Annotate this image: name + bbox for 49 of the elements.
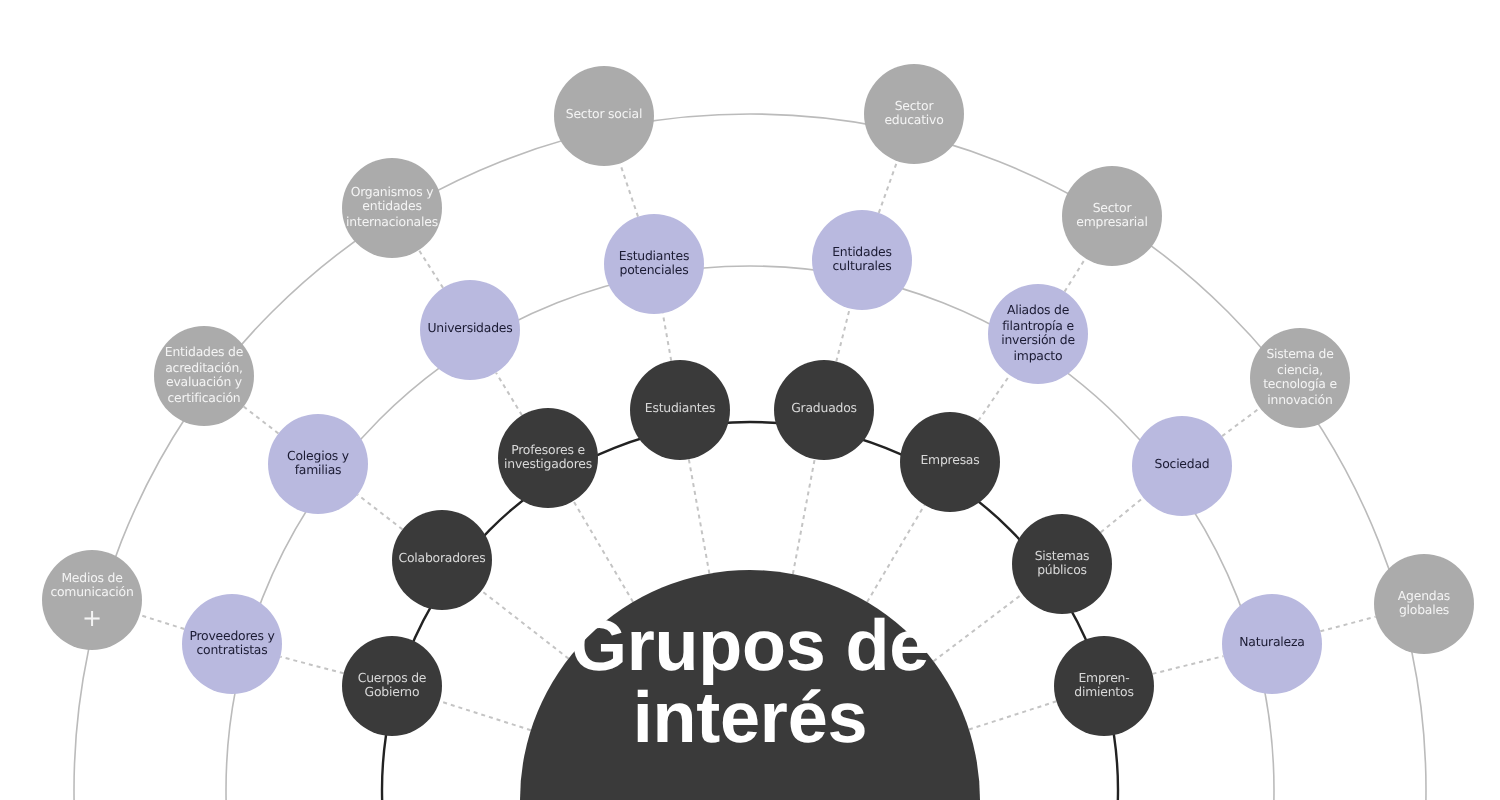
connector-line	[835, 307, 851, 363]
group-circle	[342, 636, 442, 736]
connector-line	[1151, 655, 1225, 675]
connector-line	[572, 500, 635, 603]
group-circle	[1054, 636, 1154, 736]
group-circle	[900, 412, 1000, 512]
group-circle	[988, 284, 1088, 384]
plus-sign: +	[82, 605, 102, 629]
group-circle	[1062, 166, 1162, 266]
group-circle	[1012, 514, 1112, 614]
connector-line	[1099, 496, 1145, 534]
connector-line	[279, 655, 345, 675]
group-circle	[1374, 554, 1474, 654]
group-circle	[420, 280, 520, 380]
group-circle	[864, 64, 964, 164]
group-circle	[182, 594, 282, 694]
connector-line	[977, 374, 1011, 422]
connector-line	[1063, 257, 1087, 293]
connector-line	[1319, 615, 1377, 633]
connector-line	[791, 458, 816, 576]
group-circle	[42, 550, 142, 650]
group-circle	[812, 210, 912, 310]
group-circle	[604, 214, 704, 314]
group-circle	[1250, 328, 1350, 428]
group-circle	[774, 360, 874, 460]
group-circle	[1132, 416, 1232, 516]
connector-line	[417, 249, 445, 289]
group-circle	[392, 510, 492, 610]
connector-line	[932, 593, 1024, 663]
connector-line	[495, 371, 523, 417]
connector-line	[480, 589, 570, 660]
connector-line	[138, 614, 186, 630]
connector-line	[866, 504, 926, 604]
group-circle	[630, 360, 730, 460]
connector-line	[438, 700, 532, 732]
connector-line	[687, 458, 711, 575]
group-circle	[554, 66, 654, 166]
group-circle	[268, 414, 368, 514]
group-circle	[342, 158, 442, 258]
group-circle	[154, 326, 254, 426]
connector-line	[967, 700, 1058, 731]
connector-line	[661, 312, 673, 362]
group-circle	[498, 408, 598, 508]
connector-line	[1221, 406, 1261, 438]
connector-line	[877, 160, 899, 214]
connector-line	[356, 493, 404, 531]
connector-line	[619, 162, 639, 218]
connector-line	[242, 405, 280, 435]
group-circle	[1222, 594, 1322, 694]
